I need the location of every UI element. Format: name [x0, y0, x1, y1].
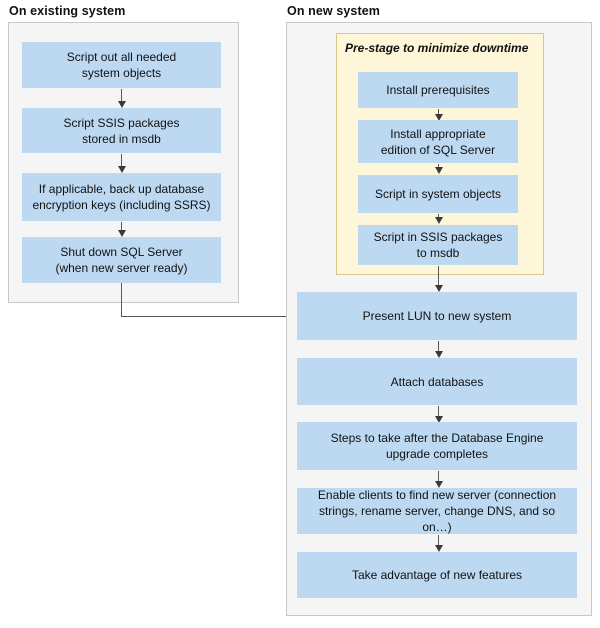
node-line-2: upgrade completes: [385, 447, 489, 461]
node-take-advantage-new-features[interactable]: Take advantage of new features: [297, 552, 577, 598]
node-line-1: Steps to take after the Database Engine: [330, 431, 544, 445]
arrow-right-4: [434, 535, 443, 552]
node-line-1: Attach databases: [390, 374, 484, 389]
arrow-left-1: [117, 89, 126, 108]
arrow-left-3: [117, 222, 126, 237]
node-line-2: edition of SQL Server: [380, 142, 496, 157]
node-line-1: Install appropriate: [390, 126, 486, 141]
node-line-2: to msdb: [416, 246, 460, 260]
node-line-2: strings, rename server, change DNS, and …: [318, 504, 556, 534]
node-shut-down-sql-server[interactable]: Shut down SQL Server (when new server re…: [22, 237, 221, 283]
node-post-upgrade-steps[interactable]: Steps to take after the Database Engine …: [297, 422, 577, 470]
node-line-1: Take advantage of new features: [351, 568, 523, 582]
arrow-right-3: [434, 471, 443, 488]
node-line-1: Enable clients to find new server (conne…: [317, 488, 557, 502]
arrow-prestage-2: [434, 164, 443, 174]
node-install-prerequisites[interactable]: Install prerequisites: [358, 72, 518, 108]
node-script-in-system-objects[interactable]: Script in system objects: [358, 175, 518, 213]
node-script-out-system-objects[interactable]: Script out all needed system objects: [22, 42, 221, 88]
node-line-1: Script SSIS packages: [63, 115, 180, 130]
connector-vertical-crosspanel: [121, 283, 122, 316]
arrow-right-2: [434, 406, 443, 423]
node-enable-clients-find-server[interactable]: Enable clients to find new server (conne…: [297, 488, 577, 534]
connector-horizontal-crosspanel: [121, 312, 297, 321]
arrow-prestage-to-main: [434, 266, 443, 292]
prestage-group-label: Pre-stage to minimize downtime: [345, 41, 529, 55]
node-line-1: Present LUN to new system: [362, 309, 512, 323]
node-line-1: Script out all needed: [66, 50, 177, 64]
arrow-prestage-1: [434, 109, 443, 121]
left-panel-heading: On existing system: [9, 4, 126, 18]
node-line-2: encryption keys (including SSRS): [32, 198, 211, 212]
arrow-prestage-3: [434, 214, 443, 224]
node-line-1: Script in system objects: [374, 187, 502, 201]
right-panel-heading: On new system: [287, 4, 380, 18]
node-install-sql-server-edition[interactable]: Install appropriate edition of SQL Serve…: [358, 120, 518, 163]
node-line-1: If applicable, back up database: [38, 182, 205, 196]
node-line-1: Install prerequisites: [386, 83, 490, 97]
node-line-2: (when new server ready): [55, 261, 188, 275]
node-line-2: stored in msdb: [82, 131, 161, 146]
arrow-right-1: [434, 341, 443, 358]
arrow-left-2: [117, 154, 126, 173]
node-attach-databases[interactable]: Attach databases: [297, 358, 577, 405]
node-present-lun[interactable]: Present LUN to new system: [297, 292, 577, 340]
node-line-2: system objects: [81, 66, 162, 80]
node-line-1: Script in SSIS packages: [373, 230, 503, 244]
node-script-in-ssis-packages[interactable]: Script in SSIS packages to msdb: [358, 225, 518, 265]
node-backup-encryption-keys[interactable]: If applicable, back up database encrypti…: [22, 173, 221, 221]
node-script-ssis-packages[interactable]: Script SSIS packages stored in msdb: [22, 108, 221, 153]
node-line-1: Shut down SQL Server: [60, 245, 183, 259]
